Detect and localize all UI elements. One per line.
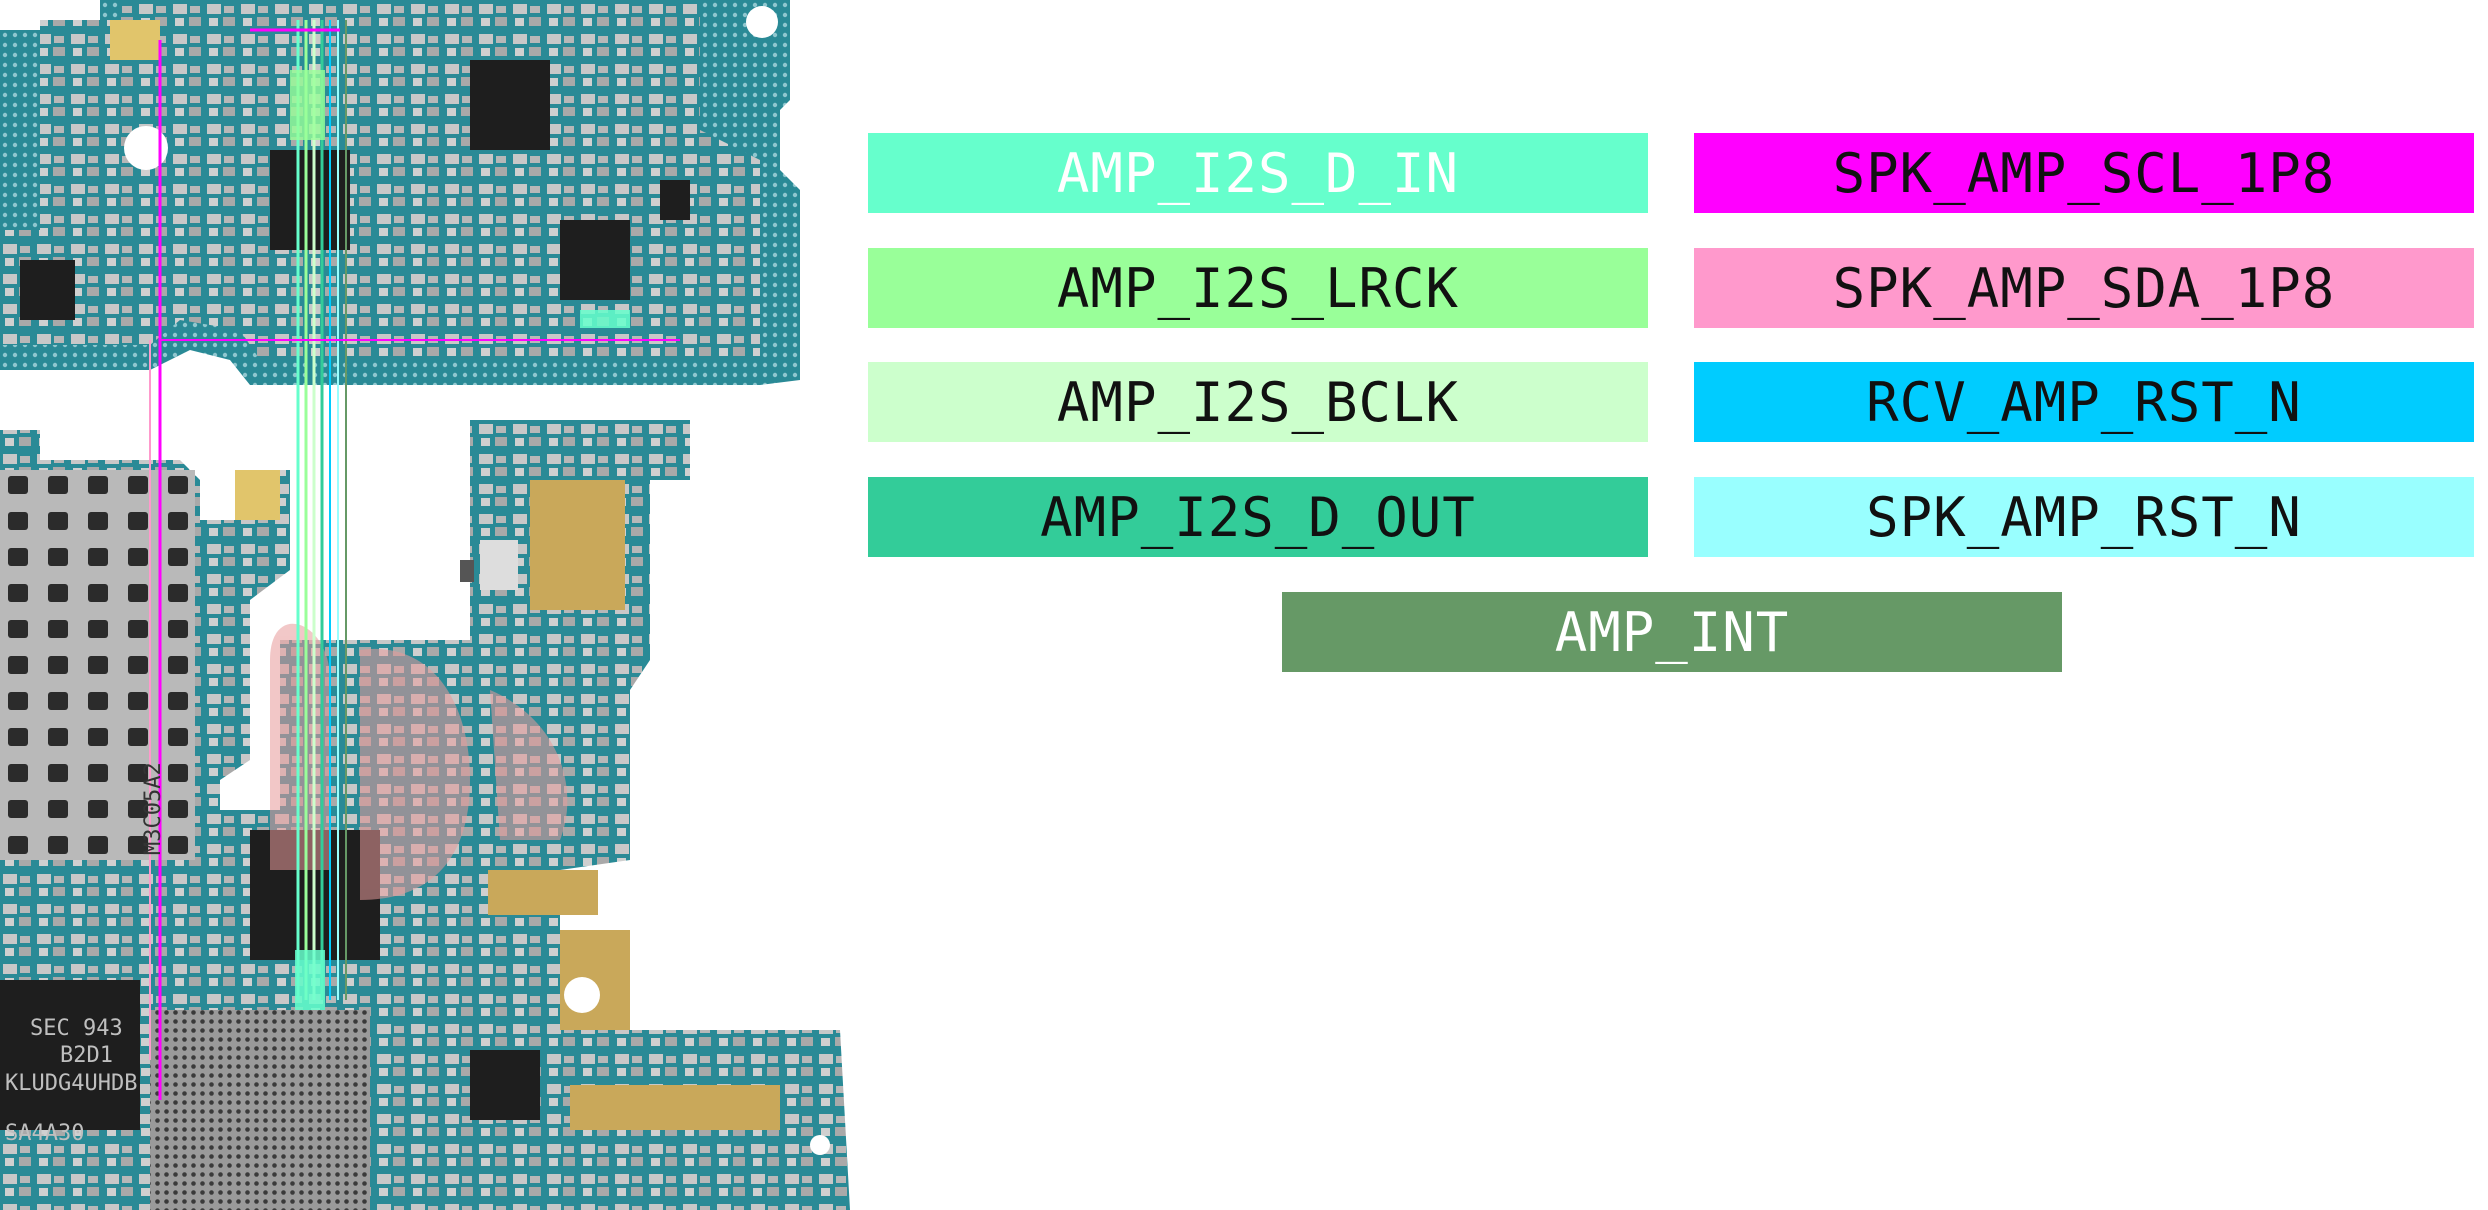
legend-spk-amp-rst-n: SPK_AMP_RST_N <box>1694 477 2474 557</box>
legend-label: AMP_I2S_D_OUT <box>1040 485 1476 549</box>
chip-label: M3C05A2 <box>141 762 166 855</box>
chip-label: B2D1 <box>60 1043 113 1068</box>
legend-label: AMP_INT <box>1554 600 1790 664</box>
legend-amp-int: AMP_INT <box>1282 592 2062 672</box>
legend-rcv-amp-rst-n: RCV_AMP_RST_N <box>1694 362 2474 442</box>
chip-label: KLUDG4UHDB <box>5 1071 137 1096</box>
chip-label: SA4A30 <box>5 1121 84 1146</box>
legend-label: SPK_AMP_SCL_1P8 <box>1832 141 2336 205</box>
legend-label: AMP_I2S_LRCK <box>1056 256 1460 320</box>
legend-amp-i2s-d-in: AMP_I2S_D_IN <box>868 133 1648 213</box>
legend-amp-i2s-bclk: AMP_I2S_BCLK <box>868 362 1648 442</box>
legend-spk-amp-sda-1p8: SPK_AMP_SDA_1P8 <box>1694 248 2474 328</box>
pcb-board-image: SEC 943 B2D1 KLUDG4UHDB SA4A30 M3C05A2 <box>0 0 850 1210</box>
legend-label: AMP_I2S_BCLK <box>1056 370 1460 434</box>
chip-label: SEC 943 <box>30 1016 123 1041</box>
legend-label: SPK_AMP_RST_N <box>1866 485 2302 549</box>
chip-labels: SEC 943 B2D1 KLUDG4UHDB SA4A30 M3C05A2 <box>5 762 166 1146</box>
net-traces <box>149 20 680 1100</box>
legend-label: SPK_AMP_SDA_1P8 <box>1832 256 2336 320</box>
upper-board <box>0 0 800 385</box>
legend-amp-i2s-d-out: AMP_I2S_D_OUT <box>868 477 1648 557</box>
legend-spk-amp-scl-1p8: SPK_AMP_SCL_1P8 <box>1694 133 2474 213</box>
legend-label: AMP_I2S_D_IN <box>1056 141 1460 205</box>
legend-label: RCV_AMP_RST_N <box>1866 370 2302 434</box>
legend-amp-i2s-lrck: AMP_I2S_LRCK <box>868 248 1648 328</box>
